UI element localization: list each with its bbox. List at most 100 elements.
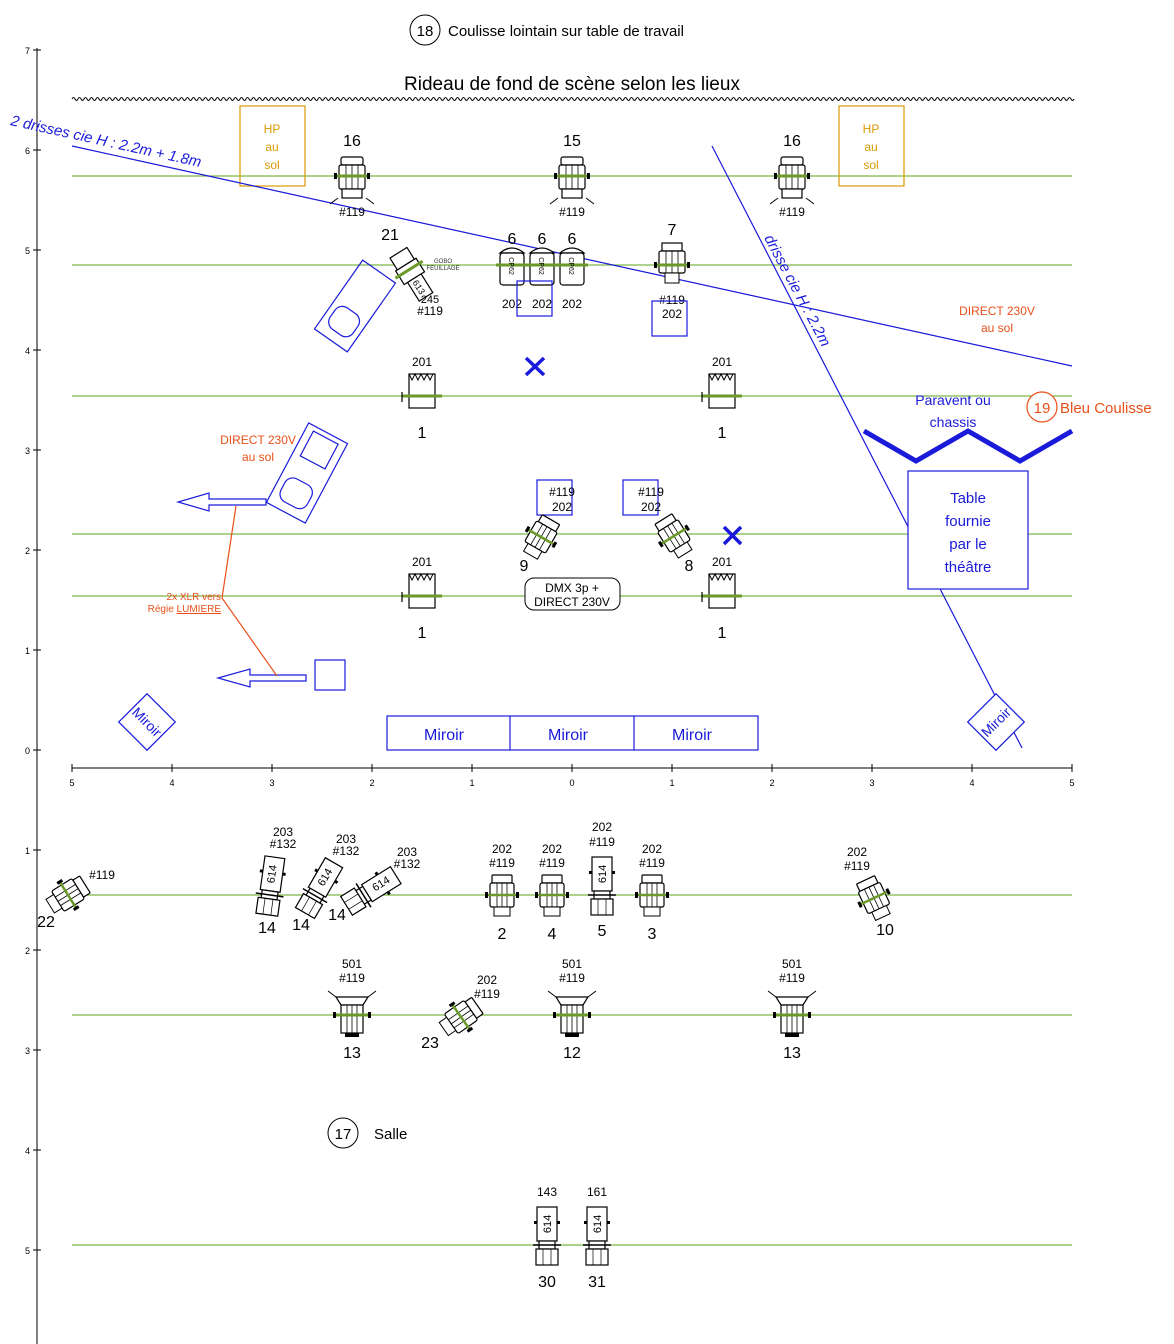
flood-1-left-upper[interactable]: 201 1 (400, 355, 444, 442)
svg-text:501: 501 (342, 957, 362, 971)
flood-1-right-upper[interactable]: 201 1 (700, 355, 744, 442)
fixture-14-b[interactable]: 203 #132 614 14 (292, 832, 360, 934)
svg-text:202: 202 (502, 297, 522, 311)
svg-text:DIRECT 230V: DIRECT 230V (220, 433, 296, 447)
svg-text:CP62: CP62 (507, 257, 514, 275)
svg-text:au sol: au sol (981, 321, 1013, 335)
svg-text:#119: #119 (549, 485, 575, 499)
mirror-right: Miroir (966, 692, 1026, 752)
svg-text:202: 202 (562, 297, 582, 311)
arrow-lower (215, 668, 307, 688)
callout-19: 19 Bleu Coulisse (1026, 391, 1152, 423)
fixture-6-a[interactable]: 6 CP62 202 (494, 231, 530, 311)
fixture-6-b[interactable]: 6 CP62 202 (524, 231, 560, 311)
speaker-left: HP au sol (239, 105, 306, 187)
fixture-7[interactable]: 7 #119 202 (651, 222, 692, 337)
x-tick: 5 (1069, 778, 1074, 788)
fixture-21[interactable]: 21 613 GOBO FEUILLAGE 245 #119 (381, 227, 459, 318)
svg-text:4: 4 (548, 926, 557, 943)
svg-text:16: 16 (783, 133, 801, 150)
svg-text:245: 245 (421, 294, 439, 306)
svg-text:501: 501 (782, 957, 802, 971)
x-tick: 1 (669, 778, 674, 788)
svg-text:#119: #119 (638, 485, 664, 499)
svg-text:16: 16 (343, 133, 361, 150)
x-tick: 4 (169, 778, 174, 788)
fixture-2[interactable]: 202 #119 2 (483, 842, 521, 943)
y-tick: 2 (25, 546, 30, 556)
svg-text:143: 143 (537, 1185, 557, 1199)
fixture-9[interactable]: 9 (514, 509, 567, 575)
fixture-13-right[interactable]: 501 #119 13 (766, 957, 818, 1062)
fixture-13-left[interactable]: 501 #119 13 (326, 957, 378, 1062)
fixture-4[interactable]: 202 #119 4 (533, 842, 571, 943)
x-tick: 2 (369, 778, 374, 788)
power-direct-left: DIRECT 230V au sol (220, 433, 296, 464)
svg-text:#119: #119 (559, 971, 585, 985)
svg-text:DIRECT 230V: DIRECT 230V (534, 595, 610, 609)
svg-text:12: 12 (563, 1045, 581, 1062)
svg-text:5: 5 (598, 923, 607, 940)
y-tick: 4 (25, 1146, 30, 1156)
y-tick: 5 (25, 1246, 30, 1256)
svg-text:#119: #119 (89, 868, 115, 882)
fixture-14-c[interactable]: 203 #132 614 14 (328, 845, 421, 924)
svg-text:614: 614 (592, 1215, 604, 1233)
svg-text:sol: sol (264, 158, 279, 172)
flood-1-left-lower[interactable]: 201 1 (400, 555, 444, 642)
fixture-22[interactable]: #119 22 (37, 868, 115, 931)
svg-text:201: 201 (712, 355, 732, 369)
svg-text:par le: par le (949, 536, 987, 553)
svg-text:#119: #119 (559, 205, 585, 219)
svg-text:14: 14 (292, 917, 310, 934)
svg-text:201: 201 (412, 555, 432, 569)
svg-text:23: 23 (421, 1035, 439, 1052)
svg-text:203: 203 (273, 825, 293, 839)
rigging-line-b: drisse cie H : 2.2m (711, 145, 1023, 749)
svg-text:202: 202 (662, 307, 682, 321)
x-tick: 3 (869, 778, 874, 788)
fixture-6-c[interactable]: 6 CP62 202 (554, 231, 590, 311)
fixture-23[interactable]: 202 #119 23 (421, 973, 500, 1052)
backdrop-label: Rideau de fond de scène selon les lieux (404, 74, 740, 95)
fixture-14-a[interactable]: 203 #132 614 14 (252, 825, 297, 937)
svg-text:chassis: chassis (930, 414, 977, 430)
y-tick: 4 (25, 346, 30, 356)
svg-text:Miroir: Miroir (424, 727, 465, 744)
svg-text:202: 202 (641, 500, 661, 514)
svg-text:6: 6 (568, 231, 577, 248)
fixture-5[interactable]: 202 #119 614 5 (587, 820, 617, 940)
fixture-15[interactable]: 15 #119 (549, 133, 595, 219)
y-tick: 5 (25, 246, 30, 256)
svg-text:Miroir: Miroir (672, 727, 713, 744)
svg-text:202: 202 (492, 842, 512, 856)
svg-text:614: 614 (265, 864, 279, 884)
svg-text:CP62: CP62 (567, 257, 574, 275)
x-tick: 4 (969, 778, 974, 788)
svg-text:6: 6 (508, 231, 517, 248)
fixture-31[interactable]: 161 614 31 (582, 1185, 612, 1291)
fixture-16-left[interactable]: 16 #119 (329, 133, 375, 219)
svg-text:15: 15 (563, 133, 581, 150)
svg-text:161: 161 (587, 1185, 607, 1199)
svg-text:6: 6 (538, 231, 547, 248)
fixture-12[interactable]: 501 #119 12 (546, 957, 598, 1062)
svg-text:614: 614 (597, 865, 609, 883)
svg-text:#119: #119 (417, 304, 443, 318)
svg-text:202: 202 (552, 500, 572, 514)
y-tick: 7 (25, 46, 30, 56)
svg-text:202: 202 (477, 973, 497, 987)
y-tick: 1 (25, 646, 30, 656)
x-tick: 0 (569, 778, 574, 788)
x-tick: 2 (769, 778, 774, 788)
fixture-30[interactable]: 143 614 30 (532, 1185, 562, 1291)
svg-text:501: 501 (562, 957, 582, 971)
svg-text:sol: sol (863, 158, 878, 172)
fixture-16-right[interactable]: 16 #119 (769, 133, 815, 219)
fixture-3[interactable]: 202 #119 3 (633, 842, 671, 943)
flood-1-right-lower[interactable]: 201 1 (700, 555, 744, 642)
svg-text:9: 9 (520, 558, 529, 575)
fixture-10[interactable]: 202 #119 10 (844, 845, 900, 939)
fixture-8[interactable]: 8 (647, 508, 701, 575)
callout-18: 18 Coulisse lointain sur table de travai… (409, 14, 684, 46)
